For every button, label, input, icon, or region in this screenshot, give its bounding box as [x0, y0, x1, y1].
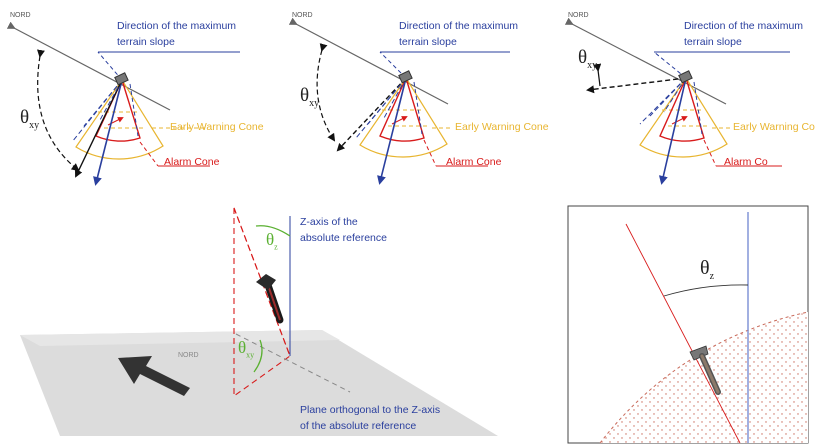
theta-xy-arc: [37, 49, 80, 172]
panel-1-alarm-label: Alarm Cone: [164, 156, 220, 168]
panel-2-early-warning-label: Early Warning Cone: [455, 121, 549, 133]
panel-1-early-warning-label: Early Warning Cone: [170, 121, 264, 133]
panel-2-theta-symbol: θ: [300, 85, 310, 106]
panel-3-nord-label: NORD: [568, 12, 589, 19]
alarm-cone: [95, 78, 141, 142]
nord-arrow: [118, 356, 190, 396]
max-slope-arrow: [93, 79, 123, 186]
panel-1-slope-label-line-2: terrain slope: [117, 36, 175, 48]
terrain-region: [600, 312, 808, 443]
panel-2-theta-xy: θxy: [300, 84, 319, 110]
theta-z-arc: [255, 225, 291, 237]
panel-2-nord-label: NORD: [292, 12, 313, 19]
sensor-arrow: [74, 79, 123, 178]
panel-1-theta-xy: θxy: [20, 106, 39, 132]
panel-3-slope-label-line-1: Direction of the maximum: [684, 20, 804, 32]
sensor-icon: [114, 72, 129, 86]
theta-z-symbol: θ: [266, 230, 275, 249]
plane-label-line-1: Plane orthogonal to the Z-axis: [300, 404, 441, 416]
theta-xy-plane-symbol: θ: [238, 338, 247, 357]
plane-diagram: [20, 207, 498, 436]
panel-3-early-warning-label: Early Warning Cone: [733, 121, 815, 133]
slope-leader-dashed: [97, 51, 123, 81]
theta-z-sub: z: [274, 242, 278, 252]
sensor-head: [689, 345, 709, 361]
theta-xy-plane-label: θxy: [238, 337, 254, 360]
detail-theta-symbol: θ: [700, 257, 710, 279]
z-axis-label-line-2: absolute reference: [300, 232, 387, 244]
panel-3: [564, 17, 790, 185]
panel-1-theta-sub: xy: [29, 119, 40, 131]
theta-xy-plane-sub: xy: [246, 350, 255, 360]
theta-z-label: θz: [266, 229, 278, 252]
theta-xy-arc-plane: [253, 339, 263, 373]
z-axis-label-line-1: Z-axis of the: [300, 216, 358, 228]
panel-3-slope-label-line-2: terrain slope: [684, 36, 742, 48]
plane-nord-label: NORD: [178, 352, 199, 359]
early-warning-arcs: [98, 111, 144, 129]
detail-theta-sub: z: [709, 271, 715, 282]
panel-2-alarm-label: Alarm Cone: [446, 156, 502, 168]
panel-1-theta-symbol: θ: [20, 107, 30, 128]
detail-theta-z-label: θz: [700, 256, 714, 284]
early-warning-cone: [75, 78, 164, 160]
plane-label-line-2: of the absolute reference: [300, 420, 417, 432]
theta-z-arc-detail: [663, 284, 749, 297]
detail-diagram: [567, 205, 809, 444]
panel-2-theta-sub: xy: [309, 97, 320, 109]
panel-3-theta-xy: θxy: [578, 46, 597, 72]
panel-3-alarm-label: Alarm Co: [724, 156, 768, 168]
panel-1: [6, 21, 240, 186]
panel-2-slope-label-line-1: Direction of the maximum: [399, 20, 519, 32]
panel-2: [288, 17, 510, 185]
horizontal-plane: [20, 330, 498, 436]
north-axis-line: [6, 21, 171, 111]
panel-3-theta-sub: xy: [587, 59, 598, 71]
panel-2-slope-label-line-2: terrain slope: [399, 36, 457, 48]
sensor-axis-line: [625, 223, 741, 444]
panel-1-slope-label-line-1: Direction of the maximum: [117, 20, 237, 32]
panel-1-nord-label: NORD: [10, 12, 31, 19]
panel-3-theta-symbol: θ: [578, 47, 588, 68]
